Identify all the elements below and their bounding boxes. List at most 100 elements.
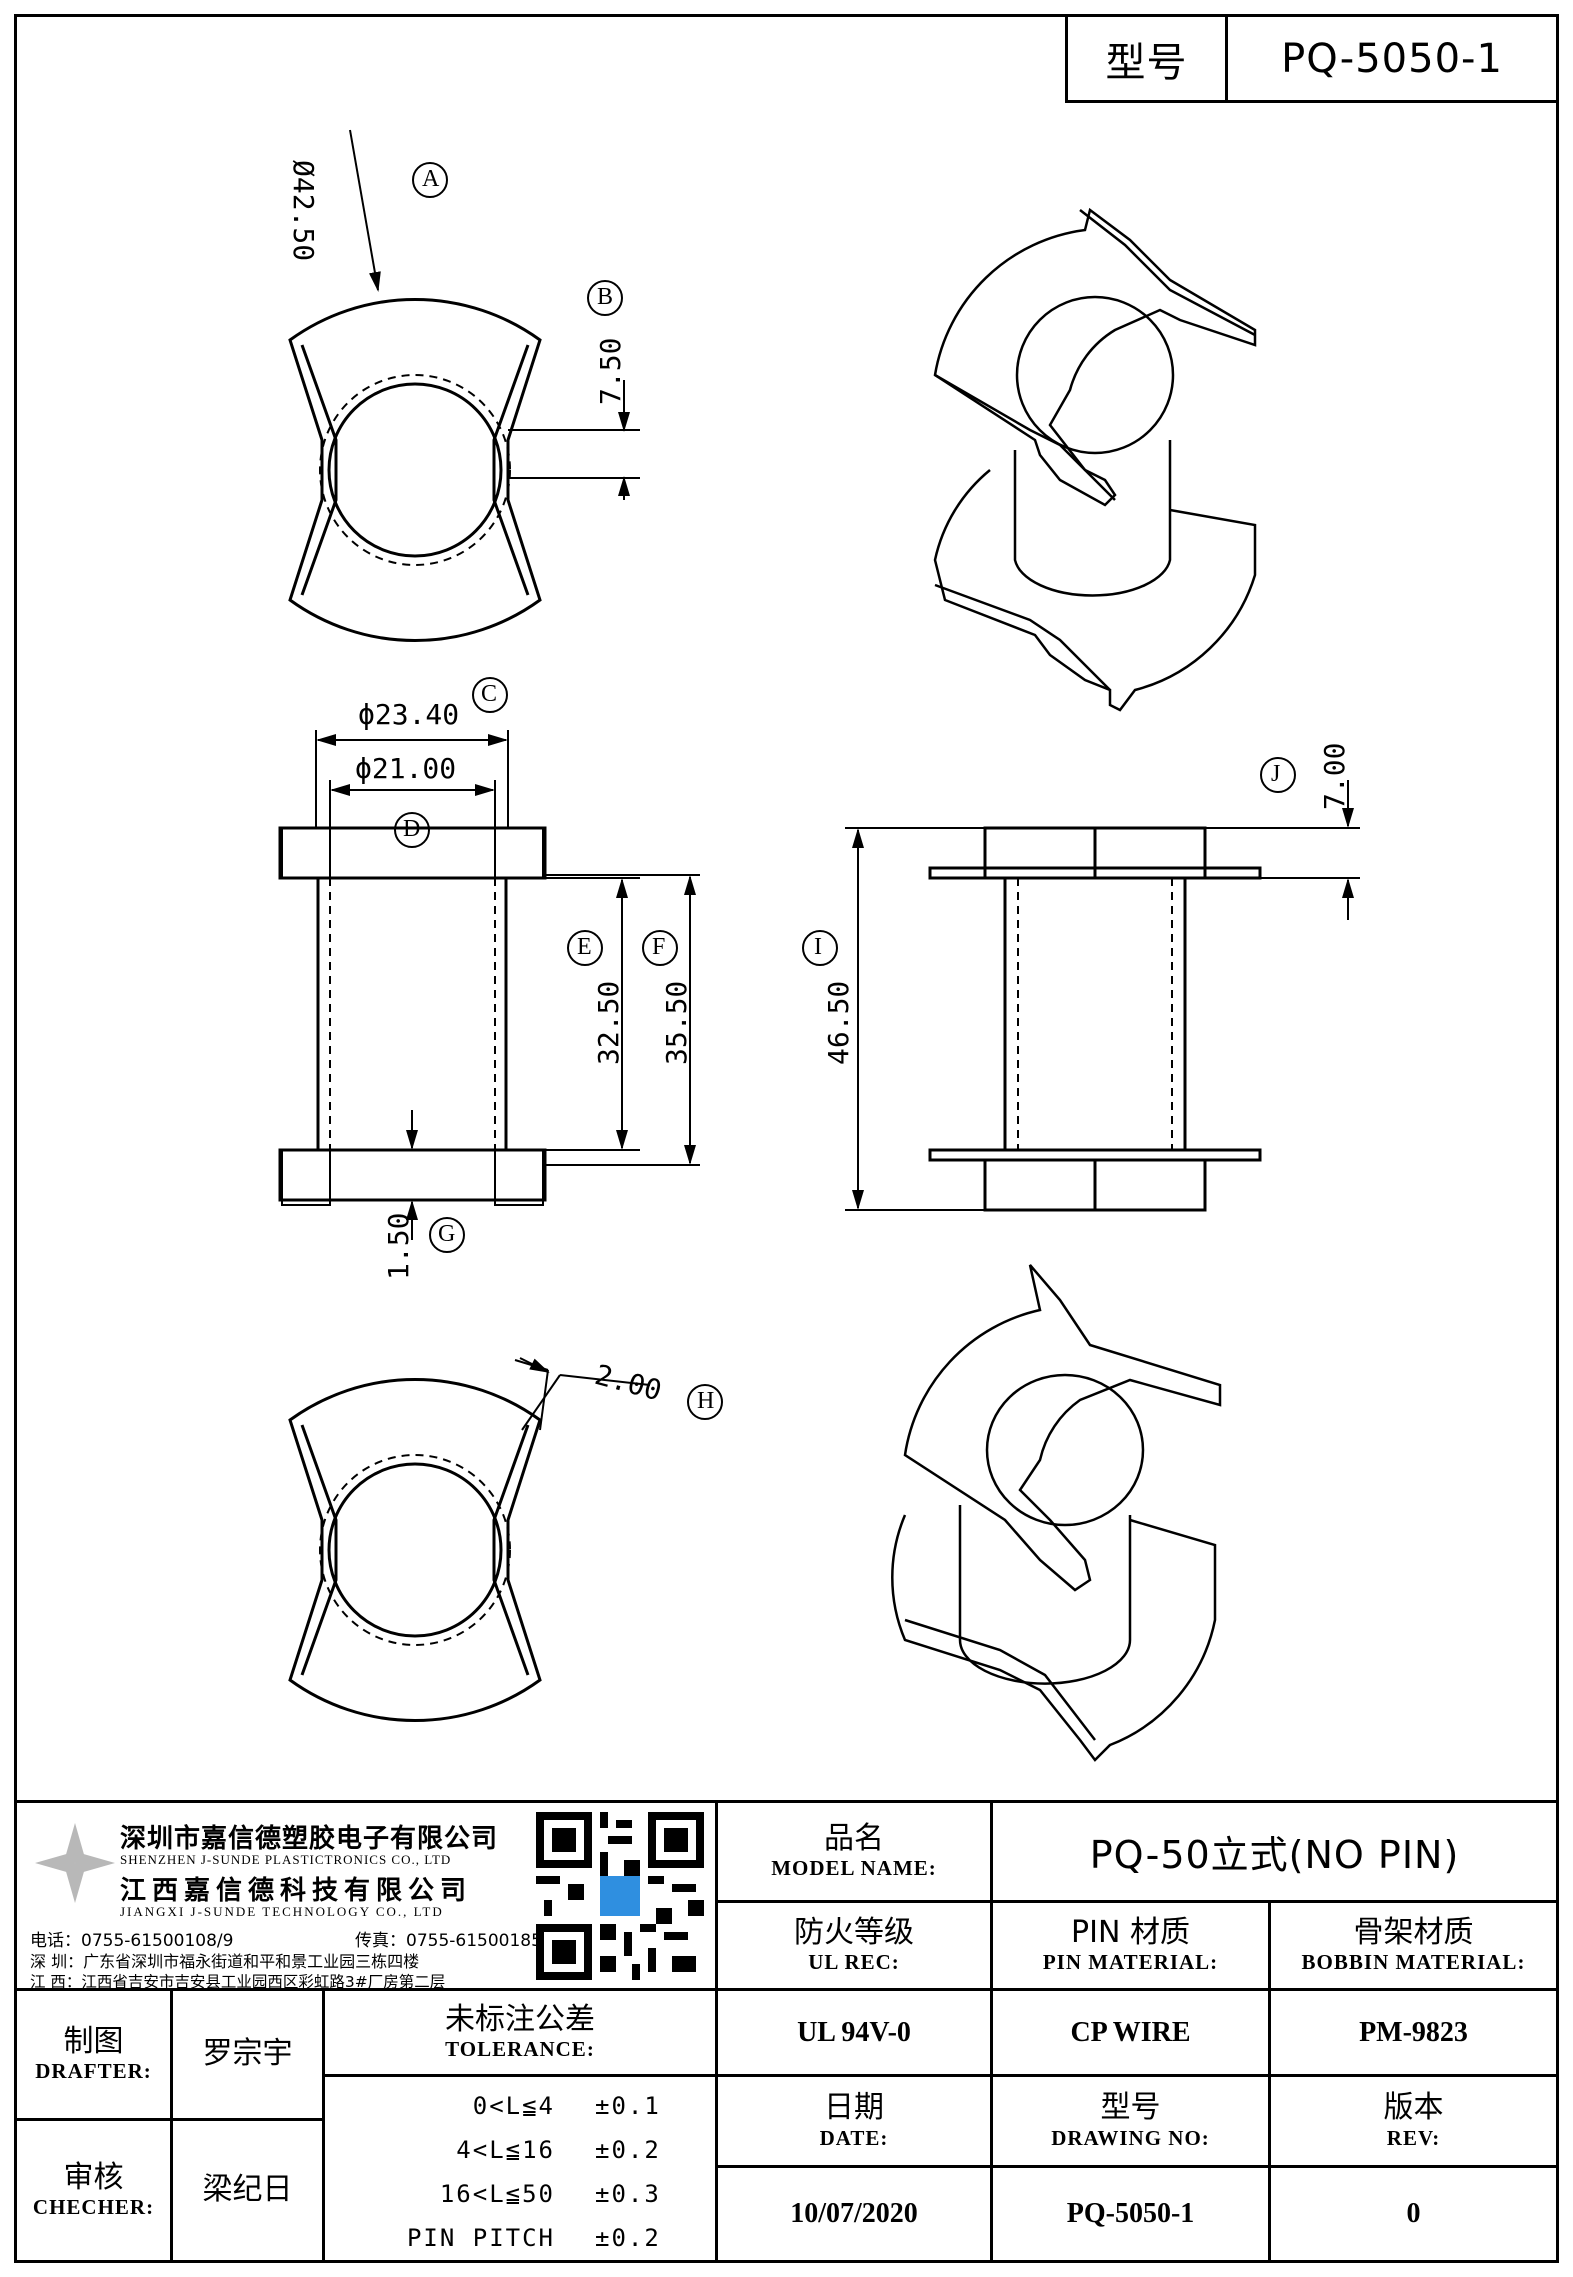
technical-drawing	[278, 129, 1360, 1762]
ul-value: UL 94V-0	[797, 2016, 911, 2048]
date-header: 日期 DATE:	[718, 2077, 990, 2165]
tolerance-row: 0<L≦4 ±0.1	[325, 2092, 715, 2120]
tolerance-table: 0<L≦4 ±0.1 4<L≦16 ±0.2 16<L≦50 ±0.3 PIN …	[325, 2084, 715, 2260]
tolerance-range: 16<L≦50	[439, 2180, 555, 2208]
rev-cn: 版本	[1383, 2090, 1444, 2126]
drawing-no-header: 型号 DRAWING NO:	[993, 2077, 1268, 2165]
header-label-cell: 型号	[1065, 17, 1225, 103]
company-phone: 电话：0755-61500108/9	[30, 1931, 234, 1951]
dim-label-i: I	[814, 934, 822, 960]
drafter-value: 罗宗宇	[202, 2036, 293, 2072]
company-name-en-2: JIANGXI J-SUNDE TECHNOLOGY CO., LTD	[120, 1904, 444, 1919]
checker-header: 审核 CHECHER:	[17, 2121, 170, 2260]
date-value: 10/07/2020	[790, 2198, 918, 2229]
date-cn: 日期	[824, 2090, 884, 2126]
dim-label-h: H	[697, 1388, 715, 1414]
rev-header: 版本 REV:	[1271, 2077, 1556, 2165]
dim-label-f: F	[652, 934, 666, 960]
dim-value-j: 7.00	[1318, 742, 1351, 810]
bobbin-cn: 骨架材质	[1353, 1914, 1474, 1950]
dim-value-e: 32.50	[592, 980, 625, 1065]
checker-value: 梁纪日	[202, 2172, 293, 2208]
rev-en: REV:	[1386, 2125, 1441, 2150]
company-name-en-1: SHENZHEN J-SUNDE PLASTICTRONICS CO., LTD	[120, 1852, 452, 1867]
drawing-frame	[14, 14, 1559, 2263]
dimension-bubbles	[394, 162, 1296, 1420]
title-block	[17, 1800, 1556, 2263]
company-info: 深圳市嘉信德塑胶电子有限公司 SHENZHEN J-SUNDE PLASTICT…	[20, 1808, 710, 1991]
dim-value-b: 7.50	[594, 337, 627, 405]
top-view-upper	[288, 129, 640, 643]
isometric-view-upper	[933, 207, 1257, 712]
drawing-no-en: DRAWING NO:	[1051, 2125, 1210, 2150]
dim-label-c: C	[481, 681, 498, 707]
dim-label-a: A	[422, 166, 440, 192]
bobbin-value: PM-9823	[1359, 2016, 1468, 2048]
model-name-value: PQ-50立式(NO PIN)	[1089, 1833, 1460, 1877]
tolerance-range: 0<L≦4	[472, 2092, 555, 2120]
model-name-header: 品名 MODEL NAME:	[718, 1803, 990, 1900]
dim-label-b: B	[597, 284, 614, 310]
drafter-header: 制图 DRAFTER:	[17, 1991, 170, 2118]
company-name-cn-2: 江西嘉信德科技有限公司	[120, 1876, 473, 1906]
pin-en: PIN MATERIAL:	[1042, 1950, 1219, 1975]
tolerance-row: PIN PITCH ±0.2	[325, 2224, 715, 2252]
tolerance-value: ±0.2	[595, 2224, 661, 2252]
model-name-value-cell: PQ-50立式(NO PIN)	[993, 1803, 1556, 1900]
header-value-cell: PQ-5050-1	[1225, 17, 1556, 103]
pin-value: CP WIRE	[1070, 2016, 1191, 2048]
tolerance-range: PIN PITCH	[406, 2224, 555, 2252]
tolerance-value: ±0.1	[595, 2092, 661, 2120]
dim-value-f: 35.50	[660, 980, 693, 1065]
model-name-en: MODEL NAME:	[771, 1856, 937, 1881]
isometric-view-lower	[891, 1264, 1222, 1762]
rev-value: 0	[1406, 2198, 1421, 2229]
company-address-shenzhen: 深 圳：广东省深圳市福永街道和平和景工业园三栋四楼	[30, 1952, 420, 1971]
dim-value-i: 46.50	[822, 980, 855, 1065]
pin-cn: PIN 材质	[1071, 1914, 1190, 1950]
dim-value-a: Ø42.50	[287, 160, 320, 262]
front-view	[278, 730, 700, 1240]
drawing-no-value-cell: PQ-5050-1	[993, 2168, 1268, 2260]
dim-value-c: ϕ23.40	[358, 698, 460, 731]
tolerance-value: ±0.2	[595, 2136, 661, 2164]
dim-label-j: J	[1271, 761, 1281, 787]
date-en: DATE:	[819, 2125, 889, 2150]
dim-value-d: ϕ21.00	[355, 752, 457, 785]
drafter-en: DRAFTER:	[35, 2059, 152, 2084]
side-view	[845, 780, 1360, 1212]
checker-cn: 审核	[63, 2159, 124, 2195]
tolerance-value: ±0.3	[595, 2180, 661, 2208]
ul-header: 防火等级 UL REC:	[718, 1903, 990, 1988]
tolerance-en: TOLERANCE:	[445, 2037, 595, 2062]
model-name-cn: 品名	[824, 1820, 884, 1856]
header-value: PQ-5050-1	[1281, 35, 1503, 82]
bobbin-value-cell: PM-9823	[1271, 1991, 1556, 2074]
header-label: 型号	[1105, 39, 1188, 86]
tolerance-row: 4<L≦16 ±0.2	[325, 2136, 715, 2164]
dim-label-g: G	[438, 1221, 456, 1247]
drawing-no-value: PQ-5050-1	[1066, 2198, 1195, 2229]
tolerance-header: 未标注公差 TOLERANCE:	[325, 1991, 715, 2074]
rev-value-cell: 0	[1271, 2168, 1556, 2260]
company-name-cn-1: 深圳市嘉信德塑胶电子有限公司	[120, 1824, 499, 1854]
pin-header: PIN 材质 PIN MATERIAL:	[993, 1903, 1268, 1988]
dim-label-e: E	[577, 934, 592, 960]
drafter-cn: 制图	[63, 2023, 124, 2059]
checker-value-cell: 梁纪日	[173, 2121, 322, 2260]
drawing-no-cn: 型号	[1100, 2090, 1161, 2126]
tolerance-row: 16<L≦50 ±0.3	[325, 2180, 715, 2208]
dim-value-g: 1.50	[382, 1212, 415, 1280]
ul-cn: 防火等级	[794, 1914, 914, 1950]
company-fax: 传真：0755-61500185	[355, 1931, 542, 1951]
checker-en: CHECHER:	[32, 2195, 155, 2220]
pin-value-cell: CP WIRE	[993, 1991, 1268, 2074]
bobbin-header: 骨架材质 BOBBIN MATERIAL:	[1271, 1903, 1556, 1988]
tolerance-range: 4<L≦16	[456, 2136, 555, 2164]
ul-value-cell: UL 94V-0	[718, 1991, 990, 2074]
company-logo-icon	[30, 1818, 120, 1908]
date-value-cell: 10/07/2020	[718, 2168, 990, 2260]
drafter-value-cell: 罗宗宇	[173, 1991, 322, 2118]
bobbin-en: BOBBIN MATERIAL:	[1301, 1950, 1526, 1975]
qr-code-icon	[536, 1812, 704, 1980]
